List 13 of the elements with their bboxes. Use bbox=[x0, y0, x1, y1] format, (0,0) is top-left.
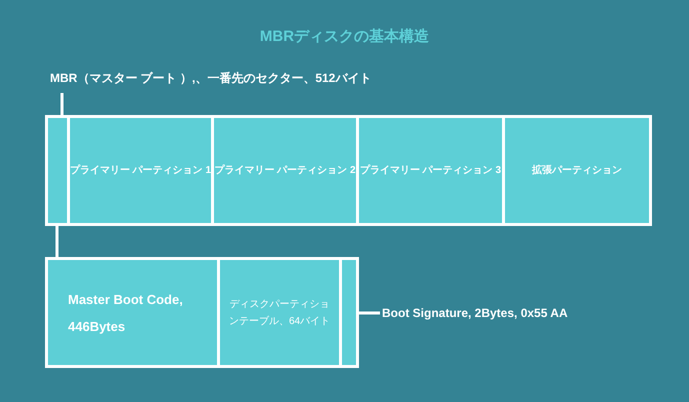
leader-line bbox=[359, 312, 380, 314]
boot-code-cell: Master Boot Code, 446Bytes bbox=[45, 257, 220, 368]
partition-cell: プライマリー パーティション 3 bbox=[356, 115, 505, 226]
partition-cell: 拡張パーティション bbox=[502, 115, 652, 226]
empty-cell bbox=[339, 257, 359, 368]
partition-table-cell: ディスクパーティションテーブル、64バイト bbox=[217, 257, 342, 368]
leader-line bbox=[60, 93, 64, 115]
caption-text: MBR（マスター ブート ）,、一番先のセクター、512バイト bbox=[50, 66, 380, 90]
partition-cell: プライマリー パーティション 2 bbox=[211, 115, 359, 226]
leader-line bbox=[56, 226, 58, 257]
diagram-title: MBRディスクの基本構造 bbox=[258, 27, 430, 47]
partition-cell: プライマリー パーティション 1 bbox=[67, 115, 214, 226]
caption-text: Boot Signature, 2Bytes, 0x55 AA bbox=[382, 302, 622, 324]
